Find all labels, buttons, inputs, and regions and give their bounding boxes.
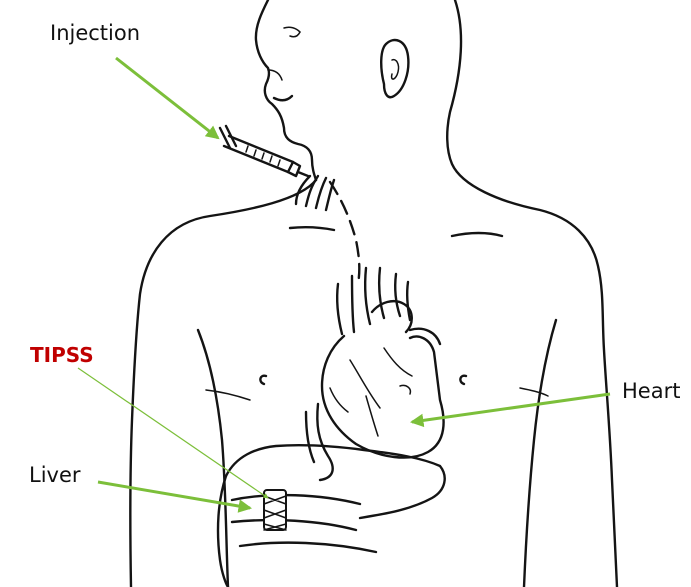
label-liver: Liver	[29, 463, 81, 487]
heart-drawing	[322, 268, 444, 458]
injection-arrow	[116, 58, 218, 138]
label-tipss: TIPSS	[30, 343, 94, 367]
label-arrows	[78, 58, 610, 508]
syringe	[220, 126, 308, 176]
tipss-stent	[264, 490, 286, 530]
tipss-pointer	[78, 368, 268, 498]
liver-arrow	[98, 482, 250, 508]
catheter-path	[296, 176, 359, 480]
label-heart: Heart	[622, 379, 680, 403]
label-injection: Injection	[50, 21, 140, 45]
